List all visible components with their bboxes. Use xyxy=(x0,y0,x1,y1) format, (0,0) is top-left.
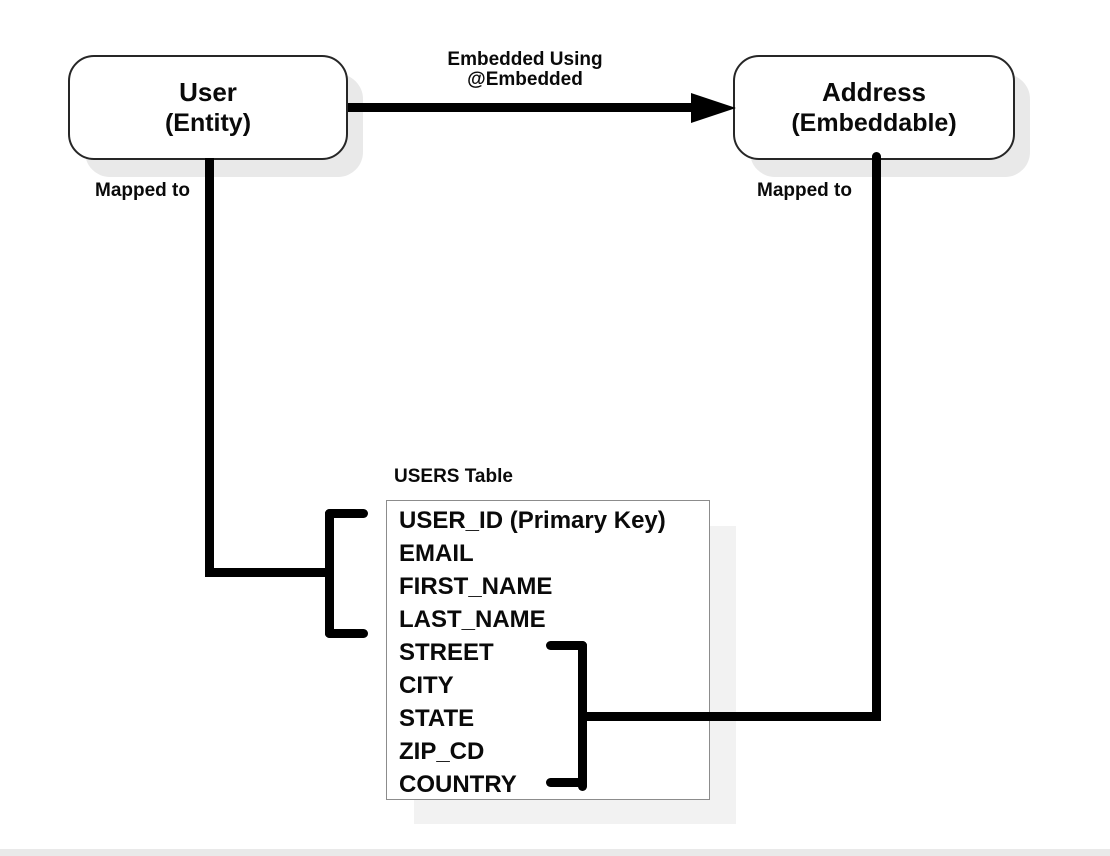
user-mapping-line-horizontal xyxy=(205,568,334,577)
user-entity-box: User (Entity) xyxy=(68,55,348,160)
embedded-arrow-label-line1: Embedded Using xyxy=(447,49,603,70)
table-field: CITY xyxy=(399,672,454,699)
user-fields-bracket-vertical xyxy=(325,509,334,638)
embedded-arrow-shaft xyxy=(348,103,692,112)
user-fields-bracket-bottom-arm xyxy=(325,629,368,638)
user-entity-subtitle: (Entity) xyxy=(164,108,252,137)
address-embeddable-title: Address xyxy=(821,76,927,107)
embedded-arrow-label: Embedded Using @Embedded xyxy=(405,50,645,90)
address-embeddable-box: Address (Embeddable) xyxy=(733,55,1015,160)
table-field: ZIP_CD xyxy=(399,738,485,765)
table-field: EMAIL xyxy=(399,540,474,567)
address-fields-bracket-top-arm xyxy=(546,641,587,650)
table-field: STREET xyxy=(399,639,494,666)
address-mapped-to-label: Mapped to xyxy=(757,180,852,201)
users-table-title: USERS Table xyxy=(394,466,513,487)
user-mapped-to-label: Mapped to xyxy=(95,180,190,201)
table-field: COUNTRY xyxy=(399,771,517,798)
embedded-arrow-head-icon xyxy=(691,93,736,123)
bottom-edge-strip xyxy=(0,849,1110,856)
user-entity-title: User xyxy=(179,76,237,107)
embedded-arrow-label-line2: @Embedded xyxy=(467,69,583,90)
table-field: LAST_NAME xyxy=(399,606,546,633)
users-table-box xyxy=(386,500,710,800)
address-fields-bracket-bottom-arm xyxy=(546,778,587,787)
table-field: USER_ID (Primary Key) xyxy=(399,507,666,534)
user-mapping-line-vertical xyxy=(205,158,214,577)
table-field: STATE xyxy=(399,705,475,732)
table-field: FIRST_NAME xyxy=(399,573,553,600)
users-table-field-list: USER_ID (Primary Key) EMAIL FIRST_NAME LAST… xyxy=(386,504,710,801)
user-fields-bracket-top-arm xyxy=(325,509,368,518)
address-mapping-line-vertical xyxy=(872,152,881,721)
address-mapping-line-horizontal xyxy=(578,712,881,721)
address-embeddable-subtitle: (Embeddable) xyxy=(791,108,957,137)
